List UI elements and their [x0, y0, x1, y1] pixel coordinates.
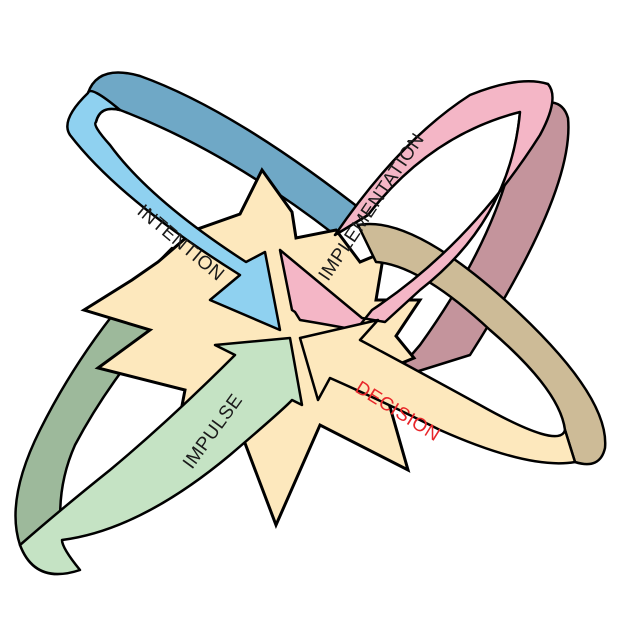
intention-ring-back: [88, 72, 368, 235]
